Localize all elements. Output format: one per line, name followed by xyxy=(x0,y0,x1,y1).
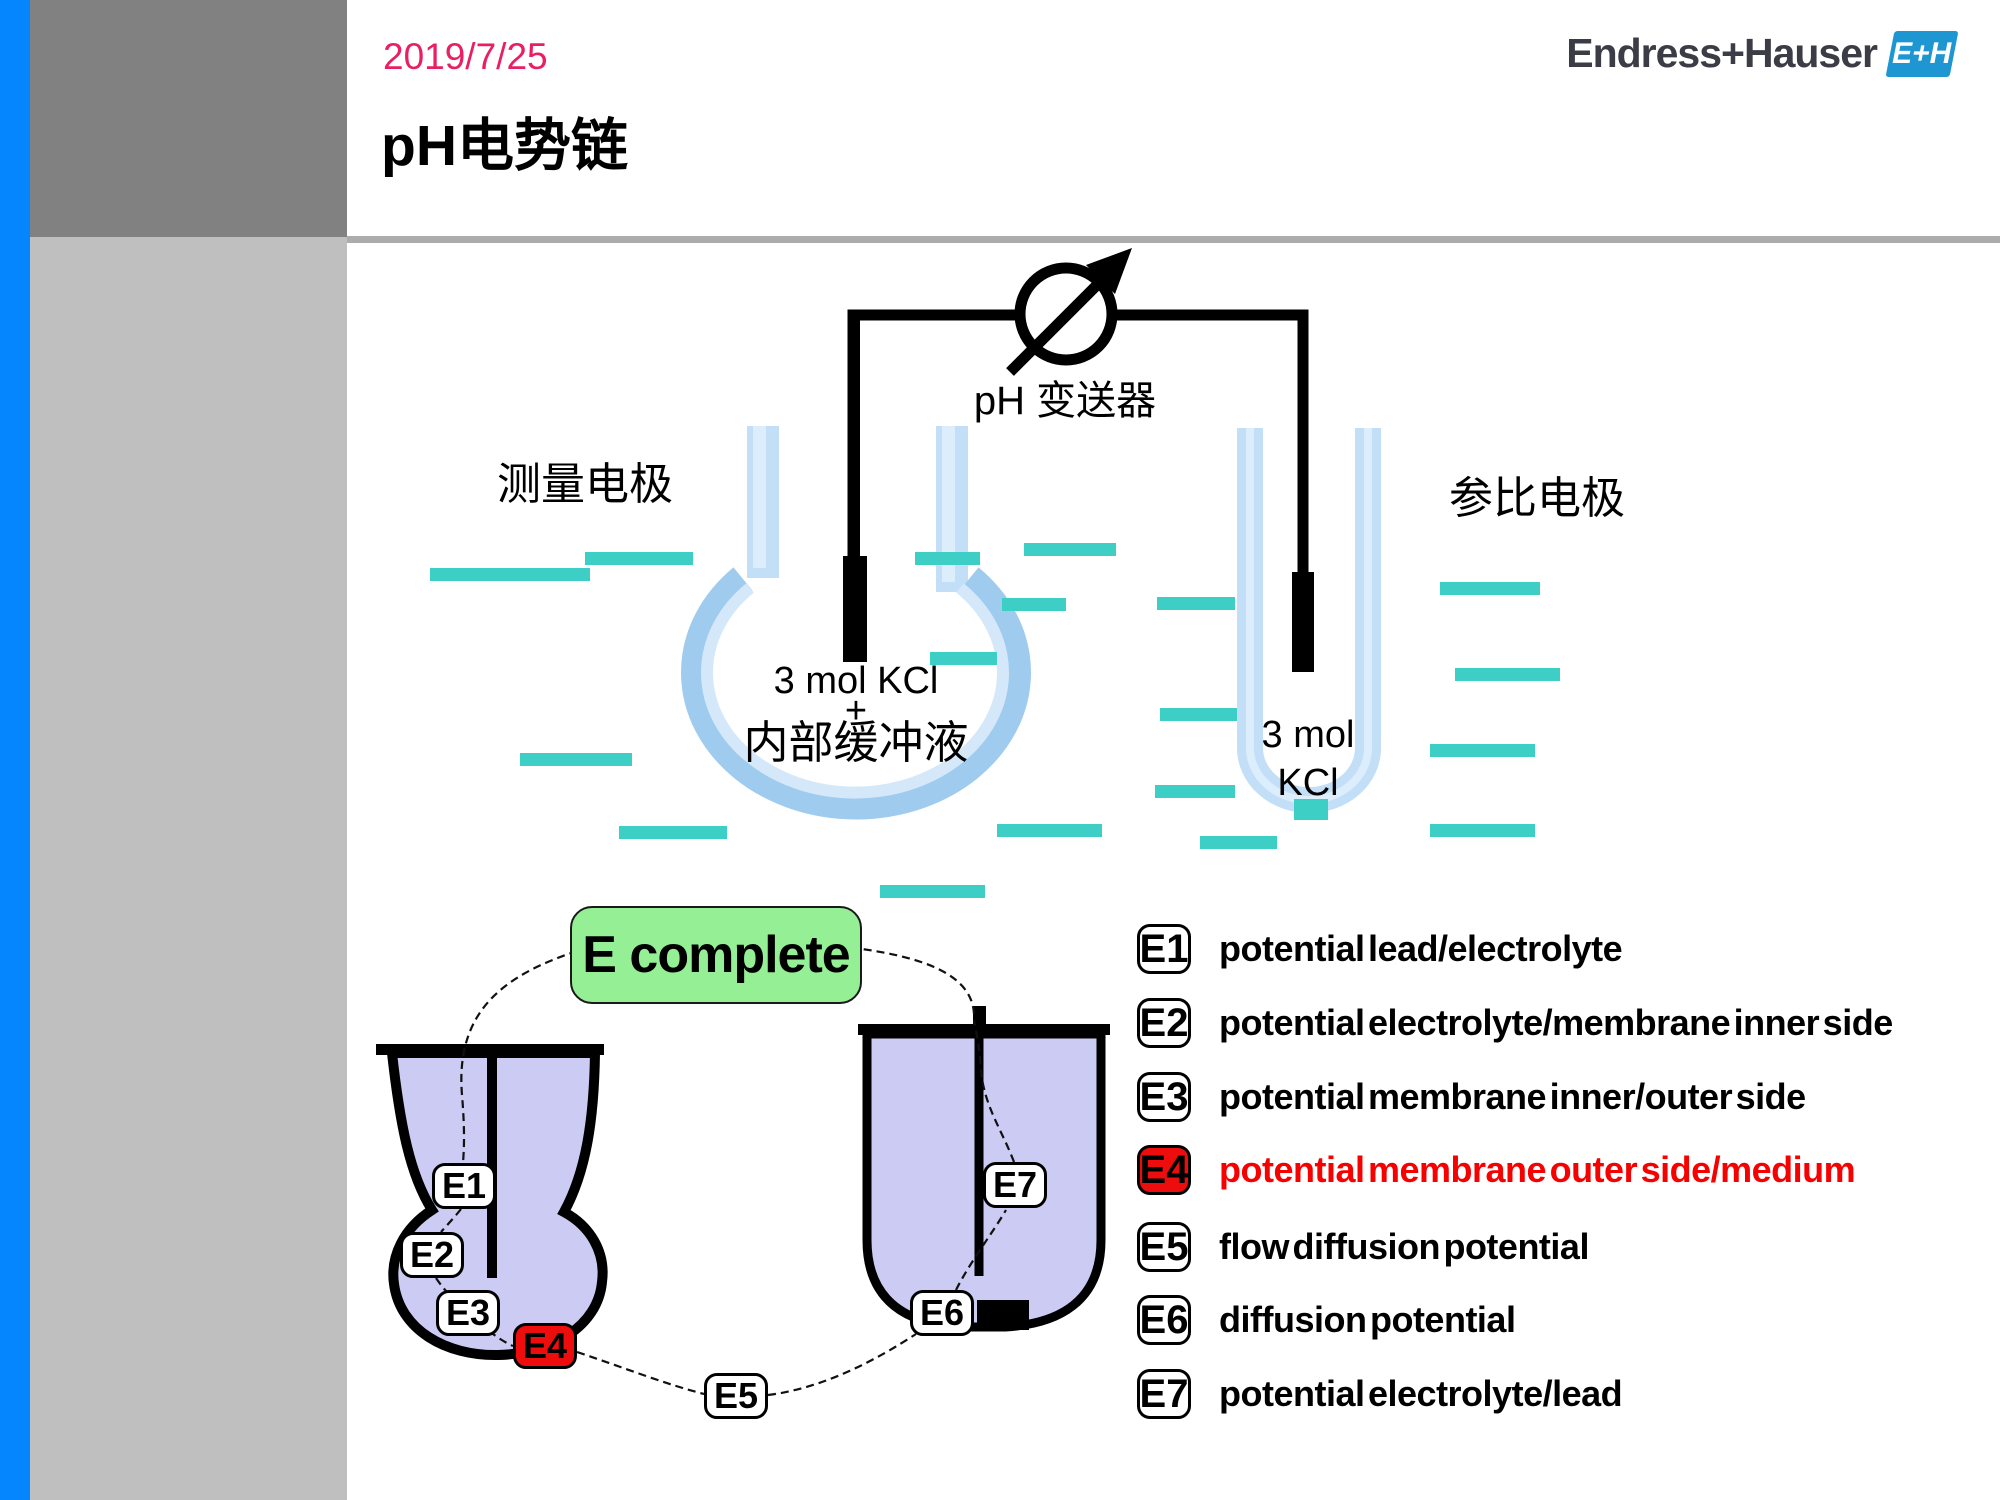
schematic-measuring-vessel xyxy=(376,1044,608,1361)
legend-row-e1: E1 potential lead/electrolyte xyxy=(1137,924,1623,974)
medium-liquid-dashes xyxy=(430,543,1560,898)
reference-electrolyte-line1: 3 mol xyxy=(1261,714,1355,756)
measuring-electrolyte-line1: 3 mol KCl xyxy=(773,660,939,702)
legend-badge-e7: E7 xyxy=(1137,1369,1191,1419)
measuring-electrode-label: 测量电极 xyxy=(497,460,673,509)
legend-row-e5: E5 flow diffusion potential xyxy=(1137,1222,1589,1272)
reference-electrode-lead xyxy=(1292,315,1314,672)
reference-electrolyte-line2: KCl xyxy=(1277,762,1339,804)
e-complete-box: E complete xyxy=(570,906,862,1004)
measuring-electrode-lead xyxy=(843,315,867,662)
sidebar-accent-bar xyxy=(0,0,30,1500)
measuring-electrolyte-line2: + xyxy=(844,690,868,732)
legend-label-e5: flow diffusion potential xyxy=(1219,1226,1589,1267)
sidebar-dark-block xyxy=(30,0,347,237)
legend-label-e2: potential electrolyte/membrane inner sid… xyxy=(1219,1002,1893,1043)
legend-label-e4: potential membrane outer side/medium xyxy=(1219,1149,1856,1190)
legend-row-e2: E2 potential electrolyte/membrane inner … xyxy=(1137,998,1893,1048)
sidebar-light-block xyxy=(30,237,347,1500)
chain-badge-e6: E6 xyxy=(910,1290,974,1336)
legend-badge-e5: E5 xyxy=(1137,1222,1191,1272)
legend-row-e3: E3 potential membrane inner/outer side xyxy=(1137,1072,1806,1122)
legend-label-e6: diffusion potential xyxy=(1219,1299,1516,1340)
reference-electrode-label: 参比电极 xyxy=(1449,474,1625,523)
measuring-electrolyte-line3: 内部缓冲液 xyxy=(743,717,969,768)
company-logo-text: Endress+Hauser xyxy=(1566,30,1878,76)
chain-badge-e2: E2 xyxy=(400,1232,464,1278)
chain-badge-e3: E3 xyxy=(436,1290,500,1336)
chain-badge-e7: E7 xyxy=(983,1162,1047,1208)
chain-badge-e5: E5 xyxy=(704,1373,768,1419)
page-title: pH电势链 xyxy=(381,114,628,178)
slide-date: 2019/7/25 xyxy=(383,36,548,77)
legend-row-e7: E7 potential electrolyte/lead xyxy=(1137,1369,1623,1419)
legend-badge-e1: E1 xyxy=(1137,924,1191,974)
legend-badge-e3: E3 xyxy=(1137,1072,1191,1122)
legend-badge-e4: E4 xyxy=(1137,1145,1191,1195)
legend-row-e6: E6 diffusion potential xyxy=(1137,1295,1516,1345)
legend-row-e4: E4 potential membrane outer side/medium xyxy=(1137,1145,1856,1195)
company-logo: Endress+Hauser E+H xyxy=(1566,30,1959,77)
header-divider xyxy=(347,236,2000,243)
reference-diaphragm xyxy=(1294,799,1328,820)
ph-transmitter-label: pH 变送器 xyxy=(973,379,1157,423)
chain-badge-e1: E1 xyxy=(432,1163,496,1209)
chain-badge-e4: E4 xyxy=(513,1323,577,1369)
legend-badge-e6: E6 xyxy=(1137,1295,1191,1345)
legend-label-e1: potential lead/electrolyte xyxy=(1219,928,1623,969)
ph-transmitter-icon xyxy=(1006,248,1132,376)
legend-badge-e2: E2 xyxy=(1137,998,1191,1048)
legend-label-e7: potential electrolyte/lead xyxy=(1219,1373,1623,1414)
legend-label-e3: potential membrane inner/outer side xyxy=(1219,1076,1806,1117)
